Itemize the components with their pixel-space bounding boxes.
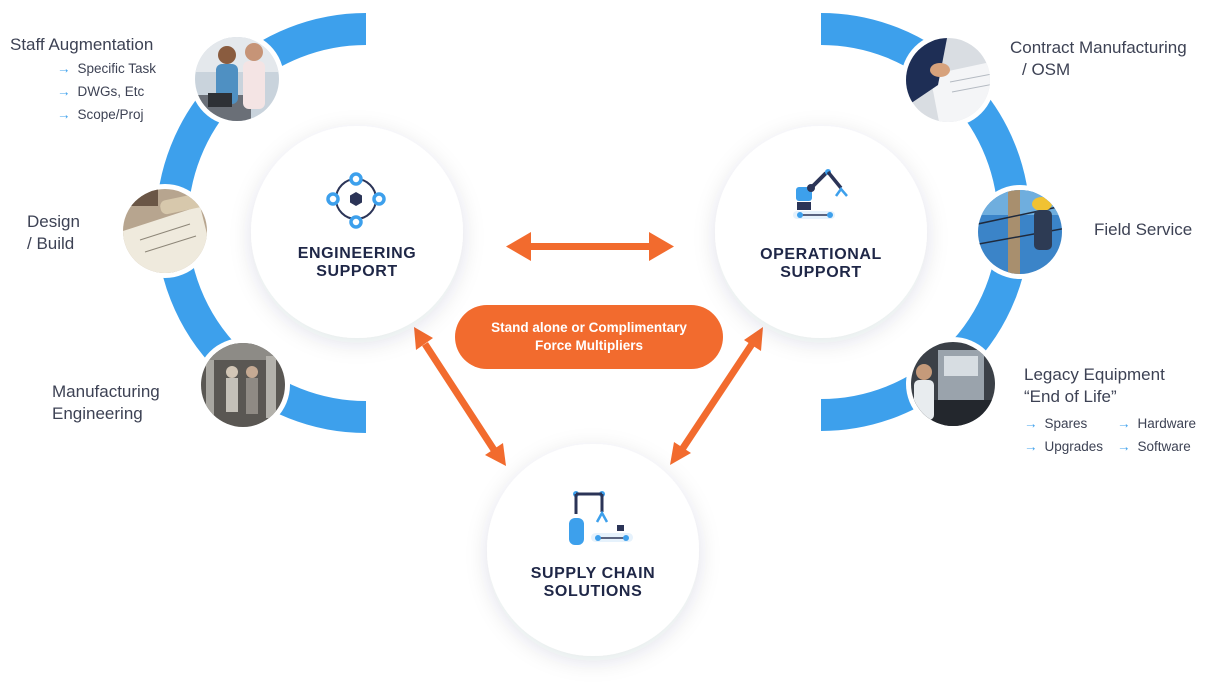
- arrow-right-icon: →: [1024, 439, 1038, 454]
- hub-operational-title: OPERATIONAL SUPPORT: [760, 246, 882, 281]
- label-design-build: Design / Build: [27, 212, 80, 253]
- hub-engineering-title: ENGINEERING SUPPORT: [297, 245, 417, 280]
- arrow-right-icon: →: [57, 84, 71, 99]
- hub-operational-circle: [715, 126, 927, 338]
- center-pill: Stand alone or Complimentary Force Multi…: [455, 305, 723, 369]
- arrow-right-icon: →: [1117, 416, 1131, 431]
- subitem-software: →Software: [1117, 439, 1191, 454]
- arrow-right-icon: →: [57, 107, 71, 122]
- robot-arm-icon: [793, 169, 848, 219]
- hub-engineering-circle: [251, 126, 463, 338]
- subitem-spares: →Spares: [1024, 416, 1088, 431]
- subitem-upgrades: →Upgrades: [1024, 439, 1104, 454]
- arrow-right-icon: →: [57, 61, 71, 76]
- factory-workers-photo: [196, 338, 290, 432]
- contract-signing-photo: [901, 33, 995, 127]
- subitem-dwgs: →DWGs, Etc: [57, 84, 145, 99]
- subitem-scope: →Scope/Proj: [57, 107, 144, 122]
- label-staff-augmentation: Staff Augmentation: [10, 35, 154, 54]
- assembly-line-icon: [569, 491, 633, 545]
- utility-pole-technician-photo: [973, 185, 1067, 279]
- subitem-specific-task: →Specific Task: [57, 61, 157, 76]
- label-legacy-equipment: Legacy Equipment “End of Life”: [1024, 365, 1165, 406]
- arrow-eng-ops: [506, 232, 674, 261]
- arrow-eng-supply: [414, 327, 506, 466]
- network-nodes-icon: [326, 172, 386, 229]
- subitem-hardware: →Hardware: [1117, 416, 1197, 431]
- hub-supply-circle: [487, 444, 699, 656]
- label-manufacturing-engineering: Manufacturing Engineering: [52, 382, 160, 423]
- team-meeting-photo: [190, 32, 284, 126]
- arrow-ops-supply: [670, 327, 763, 465]
- arrow-right-icon: →: [1117, 439, 1131, 454]
- label-field-service: Field Service: [1094, 220, 1193, 239]
- arrow-right-icon: →: [1024, 416, 1038, 431]
- label-contract-manufacturing: Contract Manufacturing / OSM: [1010, 38, 1187, 79]
- blueprint-drawing-photo: [118, 184, 212, 278]
- equipment-technician-photo: [906, 337, 1000, 431]
- hub-supply-title: SUPPLY CHAIN SOLUTIONS: [530, 565, 656, 600]
